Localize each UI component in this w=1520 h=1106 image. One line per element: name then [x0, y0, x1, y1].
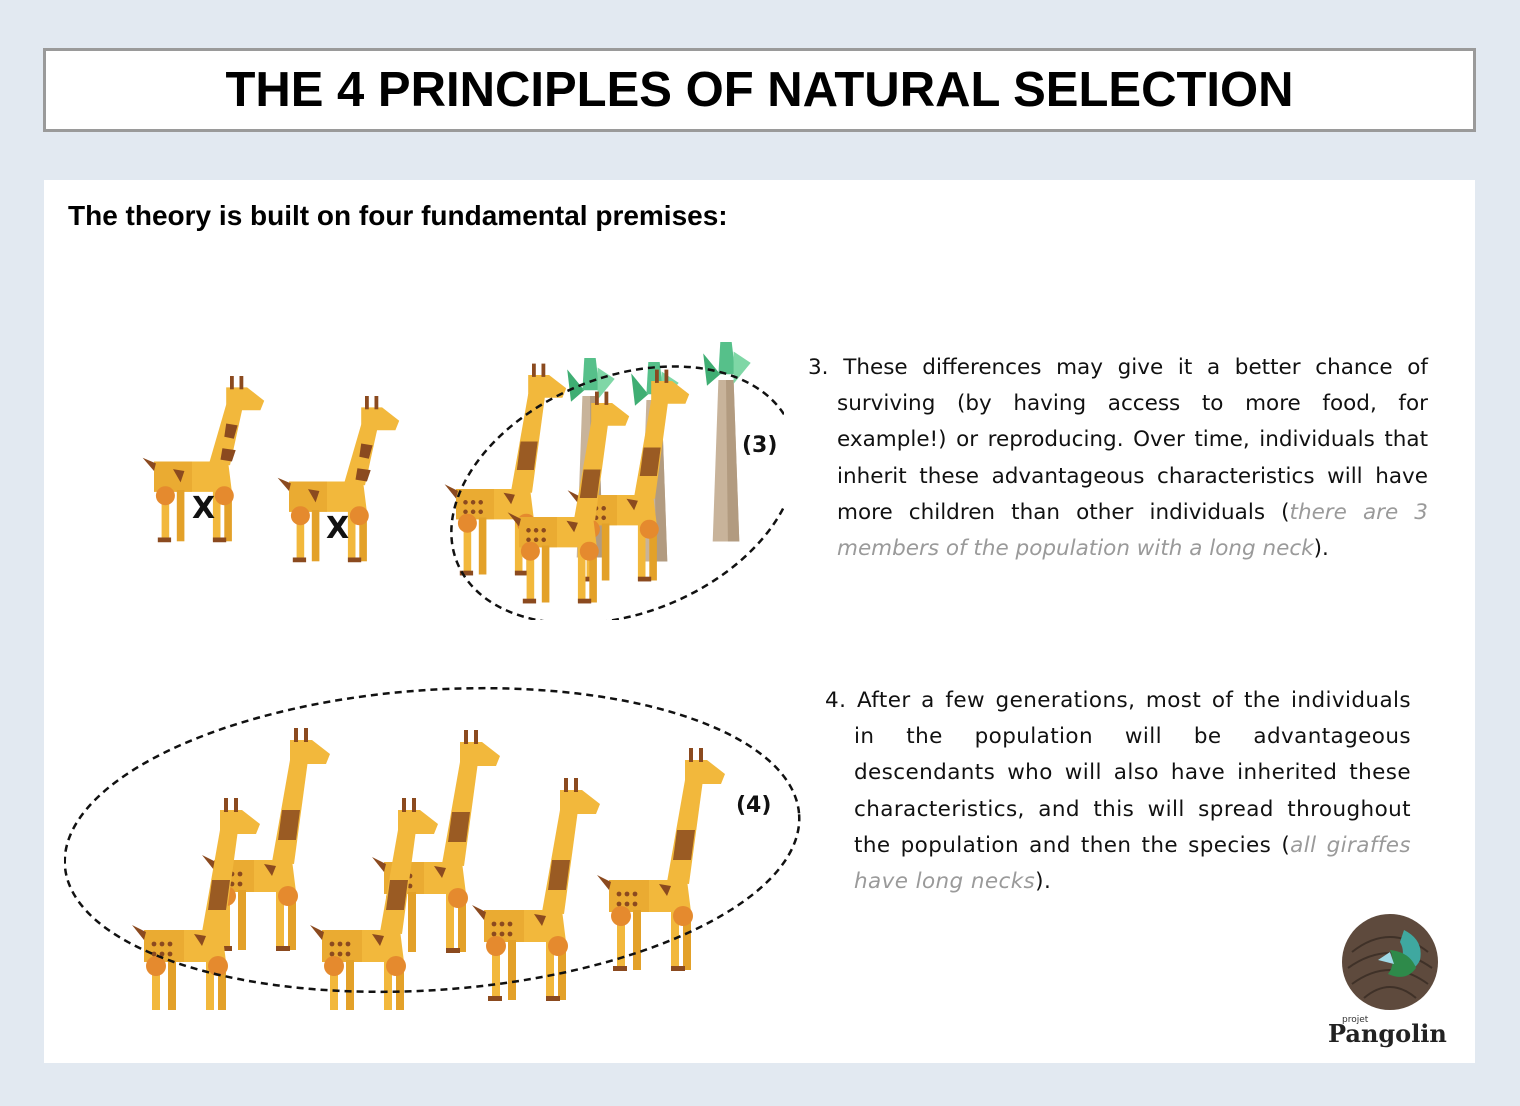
cross-mark-1: X [192, 491, 215, 526]
figure-4-illustration: (4) [64, 686, 801, 1010]
figure-4-label: (4) [736, 793, 771, 818]
logo-name: Pangolin [1328, 1019, 1447, 1048]
giraffe-long-8 [472, 778, 600, 1001]
premise-3-text: These differences may give it a better c… [837, 355, 1428, 525]
intro-heading: The theory is built on four fundamental … [68, 200, 728, 231]
figure-3-label: (3) [742, 433, 777, 458]
premise-4-text: After a few generations, most of the ind… [854, 688, 1412, 858]
logo-small-text: projet [1342, 1015, 1369, 1025]
premise-4-close: ). [1035, 869, 1052, 895]
figure-3-illustration: X X (3) [142, 342, 784, 620]
premise-3-number: 3. [808, 355, 829, 380]
selection-ellipse-3 [450, 365, 784, 620]
giraffe-long-9 [597, 748, 725, 971]
premise-4: 4. After a few generations, most of the … [825, 683, 1411, 900]
title-box: THE 4 PRINCIPLES OF NATURAL SELECTION [43, 48, 1476, 132]
premise-4-number: 4. [825, 688, 847, 713]
giraffe-long-7 [310, 798, 438, 1010]
cross-mark-2: X [326, 511, 349, 546]
pangolin-logo: projet Pangolin [1324, 912, 1464, 1052]
premise-3: 3. These differences may give it a bette… [808, 350, 1428, 567]
premise-4-note: all giraffes have long necks [854, 832, 1412, 895]
premise-3-note: there are 3 members of the population wi… [837, 499, 1428, 562]
premise-3-close: ). [1313, 536, 1329, 562]
content-panel: The theory is built on four fundamental … [44, 180, 1475, 1063]
page-title: THE 4 PRINCIPLES OF NATURAL SELECTION [225, 63, 1294, 117]
